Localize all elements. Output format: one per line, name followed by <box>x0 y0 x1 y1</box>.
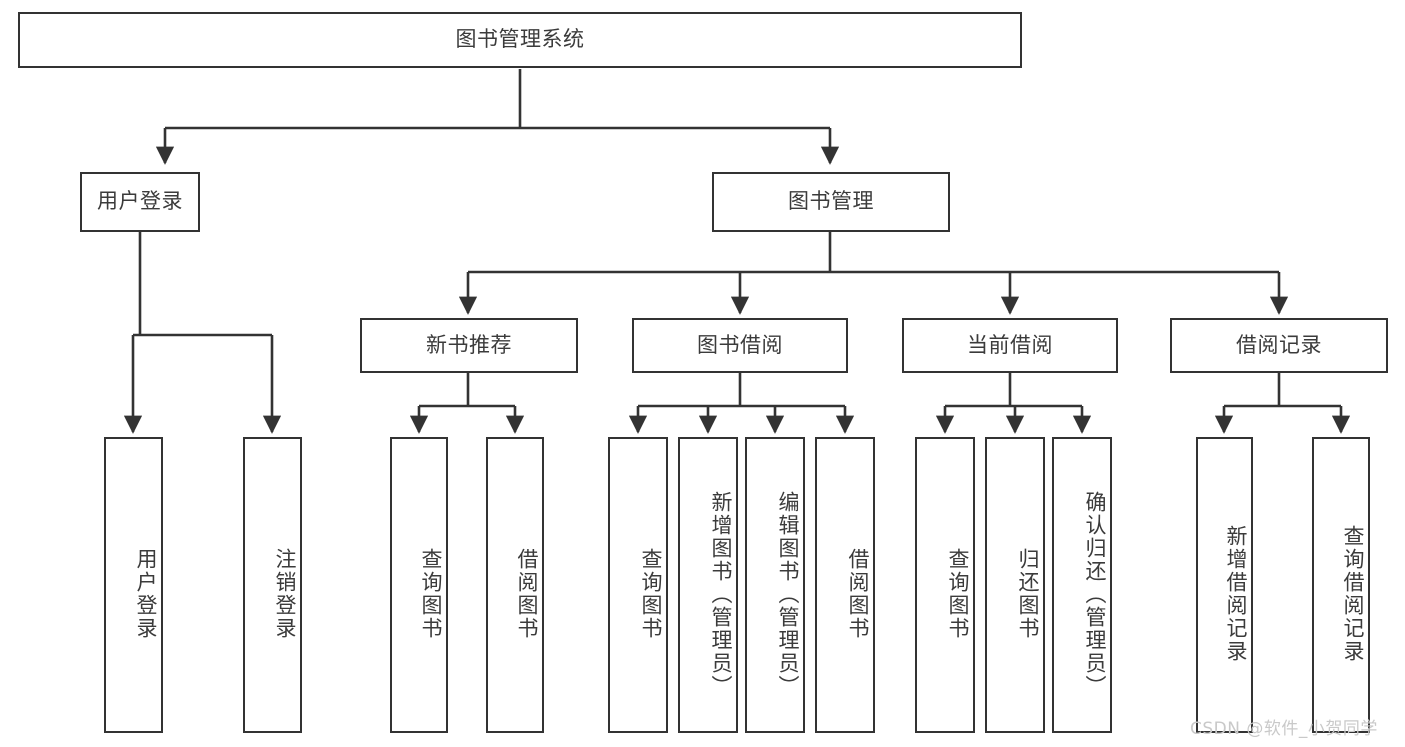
node-book-management[interactable]: 图书管理 <box>712 172 950 232</box>
node-leaf-confirm-return-label: 确认归还（管理员） <box>1083 490 1107 698</box>
watermark: CSDN @软件_小贺同学 <box>1190 719 1378 739</box>
node-leaf-logout[interactable]: 注销登录 <box>243 437 302 733</box>
node-leaf-return-book[interactable]: 归还图书 <box>985 437 1045 733</box>
node-leaf-rec-borrow-book-label: 借阅图书 <box>515 548 539 640</box>
node-leaf-user-login[interactable]: 用户登录 <box>104 437 163 733</box>
node-current-borrow-label: 当前借阅 <box>967 332 1053 357</box>
node-leaf-borrow-book[interactable]: 借阅图书 <box>815 437 875 733</box>
node-borrow-record-label: 借阅记录 <box>1236 332 1322 357</box>
node-leaf-return-book-label: 归还图书 <box>1016 548 1040 640</box>
node-leaf-edit-book[interactable]: 编辑图书（管理员） <box>745 437 805 733</box>
node-leaf-query-record[interactable]: 查询借阅记录 <box>1312 437 1370 733</box>
node-leaf-user-login-label: 用户登录 <box>134 548 158 640</box>
node-leaf-cur-query-book[interactable]: 查询图书 <box>915 437 975 733</box>
node-book-borrow-label: 图书借阅 <box>697 332 783 357</box>
node-leaf-logout-label: 注销登录 <box>273 548 297 640</box>
node-new-book-recommend-label: 新书推荐 <box>426 332 512 357</box>
node-book-borrow[interactable]: 图书借阅 <box>632 318 848 373</box>
node-leaf-rec-query-book-label: 查询图书 <box>419 548 443 640</box>
node-leaf-add-record-label: 新增借阅记录 <box>1224 525 1248 663</box>
node-leaf-borrow-query-book-label: 查询图书 <box>639 548 663 640</box>
node-leaf-rec-borrow-book[interactable]: 借阅图书 <box>486 437 544 733</box>
node-leaf-add-book-label: 新增图书（管理员） <box>709 490 733 698</box>
node-root[interactable]: 图书管理系统 <box>18 12 1022 68</box>
node-leaf-add-book[interactable]: 新增图书（管理员） <box>678 437 738 733</box>
node-new-book-recommend[interactable]: 新书推荐 <box>360 318 578 373</box>
node-leaf-borrow-book-label: 借阅图书 <box>846 548 870 640</box>
node-leaf-rec-query-book[interactable]: 查询图书 <box>390 437 448 733</box>
node-leaf-confirm-return[interactable]: 确认归还（管理员） <box>1052 437 1112 733</box>
node-leaf-edit-book-label: 编辑图书（管理员） <box>776 490 800 698</box>
node-leaf-add-record[interactable]: 新增借阅记录 <box>1196 437 1253 733</box>
node-book-management-label: 图书管理 <box>788 189 874 214</box>
node-leaf-query-record-label: 查询借阅记录 <box>1341 525 1365 663</box>
node-leaf-cur-query-book-label: 查询图书 <box>946 548 970 640</box>
node-user-login-label: 用户登录 <box>97 189 183 214</box>
node-root-label: 图书管理系统 <box>455 27 585 52</box>
node-borrow-record[interactable]: 借阅记录 <box>1170 318 1388 373</box>
node-leaf-borrow-query-book[interactable]: 查询图书 <box>608 437 668 733</box>
node-current-borrow[interactable]: 当前借阅 <box>902 318 1118 373</box>
node-user-login[interactable]: 用户登录 <box>80 172 200 232</box>
